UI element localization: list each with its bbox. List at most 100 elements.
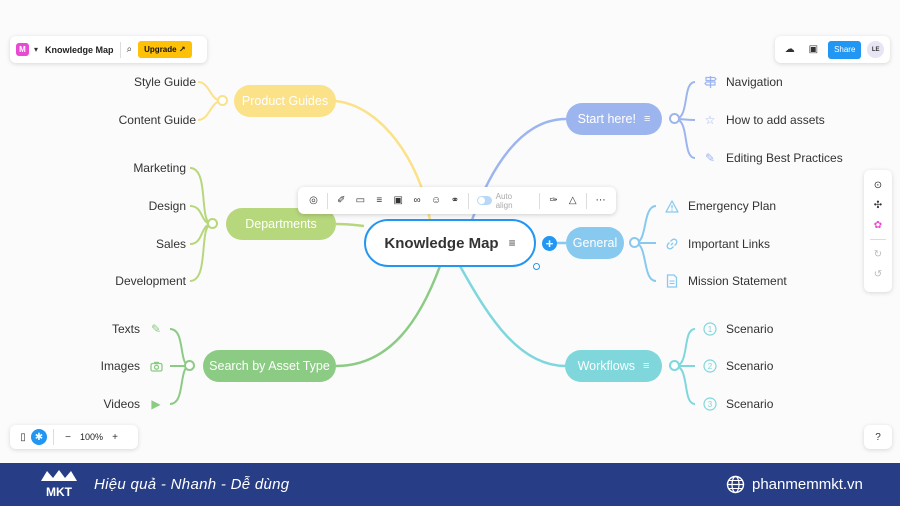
leaf-important-links[interactable]: Important Links bbox=[664, 236, 814, 252]
collapse-knob[interactable] bbox=[669, 360, 680, 371]
play-icon: ▶ bbox=[151, 397, 161, 411]
svg-text:1: 1 bbox=[708, 325, 713, 334]
note-icon[interactable]: ≡ bbox=[376, 195, 383, 206]
emoji-icon[interactable]: ☺ bbox=[430, 195, 442, 206]
collapse-knob[interactable] bbox=[207, 218, 218, 229]
more-options-icon[interactable]: ⋯ bbox=[595, 195, 606, 206]
app-logo-icon[interactable]: M bbox=[16, 43, 29, 56]
leaf-style-guide[interactable]: Style Guide bbox=[133, 75, 196, 89]
star-icon: ☆ bbox=[704, 113, 716, 127]
document-title[interactable]: Knowledge Map bbox=[45, 44, 114, 55]
topic-label: Product Guides bbox=[241, 94, 329, 108]
shape-triangle-icon[interactable]: △ bbox=[568, 195, 577, 206]
leaf-scenario-1[interactable]: 1 Scenario bbox=[702, 321, 802, 337]
zoom-out-button[interactable]: − bbox=[65, 431, 71, 443]
note-icon: ≡ bbox=[643, 360, 650, 372]
note-icon: ≡ bbox=[643, 113, 651, 125]
warning-icon bbox=[664, 198, 680, 214]
topic-start-here[interactable]: Start here! ≡ bbox=[566, 103, 662, 135]
check-circle-icon[interactable]: ◎ bbox=[309, 195, 318, 206]
page-icon[interactable]: ▯ bbox=[20, 431, 26, 443]
topic-workflows[interactable]: Workflows ≡ bbox=[565, 350, 662, 382]
mindmap-view-icon[interactable]: ✱ bbox=[31, 429, 47, 445]
leaf-scenario-3[interactable]: 3 Scenario bbox=[702, 396, 802, 412]
leaf-images[interactable]: Images bbox=[86, 358, 164, 374]
globe-icon bbox=[726, 475, 745, 494]
present-icon[interactable]: ▣ bbox=[808, 44, 819, 55]
attachment-icon[interactable]: ∞ bbox=[413, 195, 421, 206]
zoom-level[interactable]: 100% bbox=[80, 432, 104, 442]
leaf-design[interactable]: Design bbox=[148, 199, 186, 213]
zoom-bar: ▯ ✱ − 100% + bbox=[10, 425, 138, 449]
pencil-icon: ✎ bbox=[150, 322, 162, 336]
number-3-icon: 3 bbox=[702, 396, 718, 412]
topic-label: Search by Asset Type bbox=[209, 359, 330, 373]
side-toolbar: ⊙ ✣ ✿ ↻ ↺ bbox=[864, 170, 892, 292]
root-label: Knowledge Map bbox=[384, 234, 499, 252]
help-icon[interactable]: ? bbox=[864, 425, 892, 449]
collapse-knob[interactable] bbox=[669, 113, 680, 124]
topic-label: General bbox=[572, 236, 618, 250]
camera-icon bbox=[148, 358, 164, 374]
root-topic[interactable]: Knowledge Map ≡ bbox=[364, 219, 536, 267]
leaf-texts[interactable]: Texts ✎ bbox=[86, 321, 164, 337]
pencil-icon: ✎ bbox=[704, 151, 716, 165]
leaf-mission-statement[interactable]: Mission Statement bbox=[664, 273, 814, 289]
comment-icon[interactable]: ▭ bbox=[355, 195, 366, 206]
link-icon[interactable]: ⚭ bbox=[450, 195, 460, 206]
svg-text:MKT: MKT bbox=[46, 485, 73, 499]
number-1-icon: 1 bbox=[702, 321, 718, 337]
theme-icon[interactable]: ✿ bbox=[873, 219, 883, 231]
leaf-scenario-2[interactable]: 2 Scenario bbox=[702, 358, 802, 374]
add-topic-button[interactable]: + bbox=[542, 236, 557, 251]
share-header: ☁ ▣ Share LE bbox=[775, 36, 890, 63]
topic-label: Departments bbox=[245, 217, 317, 231]
mind-map-canvas[interactable]: Product Guides Departments Search by Ass… bbox=[0, 0, 900, 463]
leaf-how-to-add-assets[interactable]: ☆ How to add assets bbox=[702, 112, 862, 128]
banner-website[interactable]: phanmemmkt.vn bbox=[752, 476, 863, 493]
redo-icon[interactable]: ↻ bbox=[873, 248, 883, 260]
document-icon bbox=[664, 273, 680, 289]
leaf-sales[interactable]: Sales bbox=[155, 237, 186, 251]
chevron-down-icon[interactable]: ▾ bbox=[34, 45, 39, 54]
search-icon[interactable]: ⌕ bbox=[126, 44, 133, 55]
leaf-content-guide[interactable]: Content Guide bbox=[118, 113, 196, 127]
play-circle-icon[interactable]: ⊙ bbox=[873, 179, 883, 191]
mkt-logo: MKT bbox=[41, 470, 77, 499]
share-button[interactable]: Share bbox=[828, 40, 862, 59]
cloud-upload-icon[interactable]: ☁ bbox=[784, 44, 795, 55]
avatar[interactable]: LE bbox=[867, 41, 884, 58]
collapse-knob[interactable] bbox=[184, 360, 195, 371]
topic-label: Workflows bbox=[577, 359, 635, 373]
upgrade-button[interactable]: Upgrade ↗ bbox=[138, 41, 192, 58]
leaf-marketing[interactable]: Marketing bbox=[133, 161, 186, 175]
zoom-in-button[interactable]: + bbox=[112, 431, 118, 443]
note-icon: ≡ bbox=[508, 236, 516, 250]
leaf-videos[interactable]: Videos ▶ bbox=[86, 396, 164, 412]
auto-align-toggle[interactable] bbox=[477, 196, 492, 205]
style-brush-icon[interactable]: ✑ bbox=[549, 195, 558, 206]
collapse-knob[interactable] bbox=[217, 95, 228, 106]
svg-text:2: 2 bbox=[708, 362, 713, 371]
leaf-development[interactable]: Development bbox=[115, 274, 186, 288]
leaf-editing-best-practices[interactable]: ✎ Editing Best Practices bbox=[702, 150, 862, 166]
promo-banner bbox=[0, 463, 900, 506]
resize-handle[interactable] bbox=[533, 263, 540, 270]
banner-slogan: Hiệu quả - Nhanh - Dễ dùng bbox=[94, 476, 290, 493]
link-icon bbox=[664, 236, 680, 252]
collapse-knob[interactable] bbox=[629, 237, 640, 248]
magic-wand-icon[interactable]: ✐ bbox=[337, 195, 346, 206]
leaf-navigation[interactable]: Navigation bbox=[702, 74, 842, 90]
topic-general[interactable]: General bbox=[566, 227, 624, 259]
image-icon[interactable]: ▣ bbox=[393, 195, 403, 206]
signpost-icon bbox=[702, 74, 718, 90]
topic-product-guides[interactable]: Product Guides bbox=[234, 85, 336, 117]
topic-search-by-asset-type[interactable]: Search by Asset Type bbox=[203, 350, 336, 382]
topic-label: Start here! bbox=[577, 112, 636, 126]
svg-text:3: 3 bbox=[708, 400, 713, 409]
document-header: M ▾ Knowledge Map ⌕ Upgrade ↗ bbox=[10, 36, 207, 63]
number-2-icon: 2 bbox=[702, 358, 718, 374]
layout-icon[interactable]: ✣ bbox=[873, 199, 883, 211]
undo-icon[interactable]: ↺ bbox=[873, 268, 883, 280]
leaf-emergency-plan[interactable]: Emergency Plan bbox=[664, 198, 814, 214]
